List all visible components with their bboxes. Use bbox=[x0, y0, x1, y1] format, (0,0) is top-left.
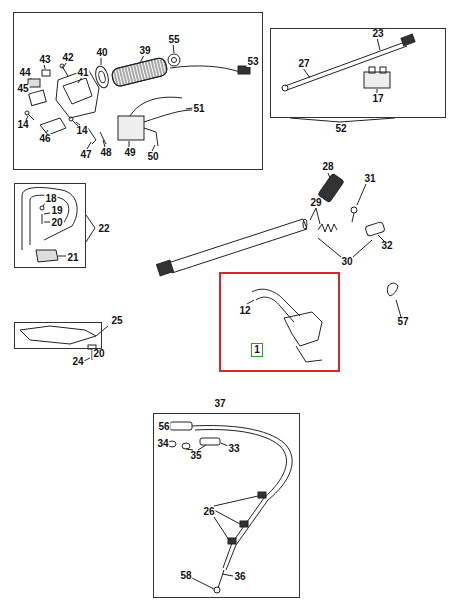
callout-number: 29 bbox=[309, 198, 322, 208]
callout-number: 45 bbox=[16, 84, 29, 94]
callout-number: 17 bbox=[371, 94, 384, 104]
callout-number: 44 bbox=[18, 68, 31, 78]
callout-number: 42 bbox=[61, 53, 74, 63]
callout-number: 34 bbox=[156, 439, 169, 449]
callout-number: 47 bbox=[79, 150, 92, 160]
callout-number: 20 bbox=[92, 349, 105, 359]
callout-number: 24 bbox=[71, 357, 84, 367]
group-frame: 23271752 bbox=[270, 28, 446, 118]
callout-number: 56 bbox=[157, 422, 170, 432]
callout-number: 22 bbox=[97, 224, 110, 234]
callout-number: 39 bbox=[138, 46, 151, 56]
callout-number: 19 bbox=[50, 206, 63, 216]
callout-number: 1 bbox=[253, 345, 261, 355]
callout-number: 43 bbox=[38, 55, 51, 65]
callout-number: 32 bbox=[380, 241, 393, 251]
callout-number: 12 bbox=[238, 306, 251, 316]
callout-number: 28 bbox=[321, 162, 334, 172]
highlight-frame: 12 1 bbox=[219, 272, 340, 372]
callout-number: 51 bbox=[192, 104, 205, 114]
callout-number: 23 bbox=[371, 29, 384, 39]
callout-number: 52 bbox=[334, 124, 347, 134]
callout-number: 46 bbox=[38, 134, 51, 144]
callout-number: 26 bbox=[202, 507, 215, 517]
callout-number: 30 bbox=[340, 257, 353, 267]
callout-number: 33 bbox=[227, 444, 240, 454]
callout-number: 27 bbox=[297, 59, 310, 69]
callout-number: 40 bbox=[95, 48, 108, 58]
callout-number: 31 bbox=[363, 174, 376, 184]
callout-number: 50 bbox=[146, 152, 159, 162]
callout-number: 55 bbox=[167, 35, 180, 45]
callout-number: 18 bbox=[44, 194, 57, 204]
callout-number: 20 bbox=[50, 218, 63, 228]
callout-number: 14 bbox=[16, 120, 29, 130]
callout-number: 25 bbox=[110, 316, 123, 326]
highlight-box: 1 bbox=[251, 343, 263, 357]
callout-number: 41 bbox=[76, 68, 89, 78]
group-frame: 1819202122 bbox=[14, 183, 86, 268]
callout-number: 48 bbox=[99, 148, 112, 158]
callout-number: 14 bbox=[75, 126, 88, 136]
callout-number: 21 bbox=[66, 253, 79, 263]
group-frame: 43 42 40 39 55 53 44 41 45 14 46 14 47 48 49 50 51 bbox=[13, 12, 263, 170]
group-frame: 3756343533265836 bbox=[153, 413, 300, 598]
callout-number: 49 bbox=[123, 148, 136, 158]
callout-number: 37 bbox=[213, 399, 226, 409]
group-frame: 25 bbox=[14, 322, 102, 349]
callout-number: 53 bbox=[246, 57, 259, 67]
callout-number: 36 bbox=[233, 572, 246, 582]
callout-number: 35 bbox=[189, 451, 202, 461]
callout-number: 58 bbox=[179, 571, 192, 581]
callout-number: 57 bbox=[396, 317, 409, 327]
